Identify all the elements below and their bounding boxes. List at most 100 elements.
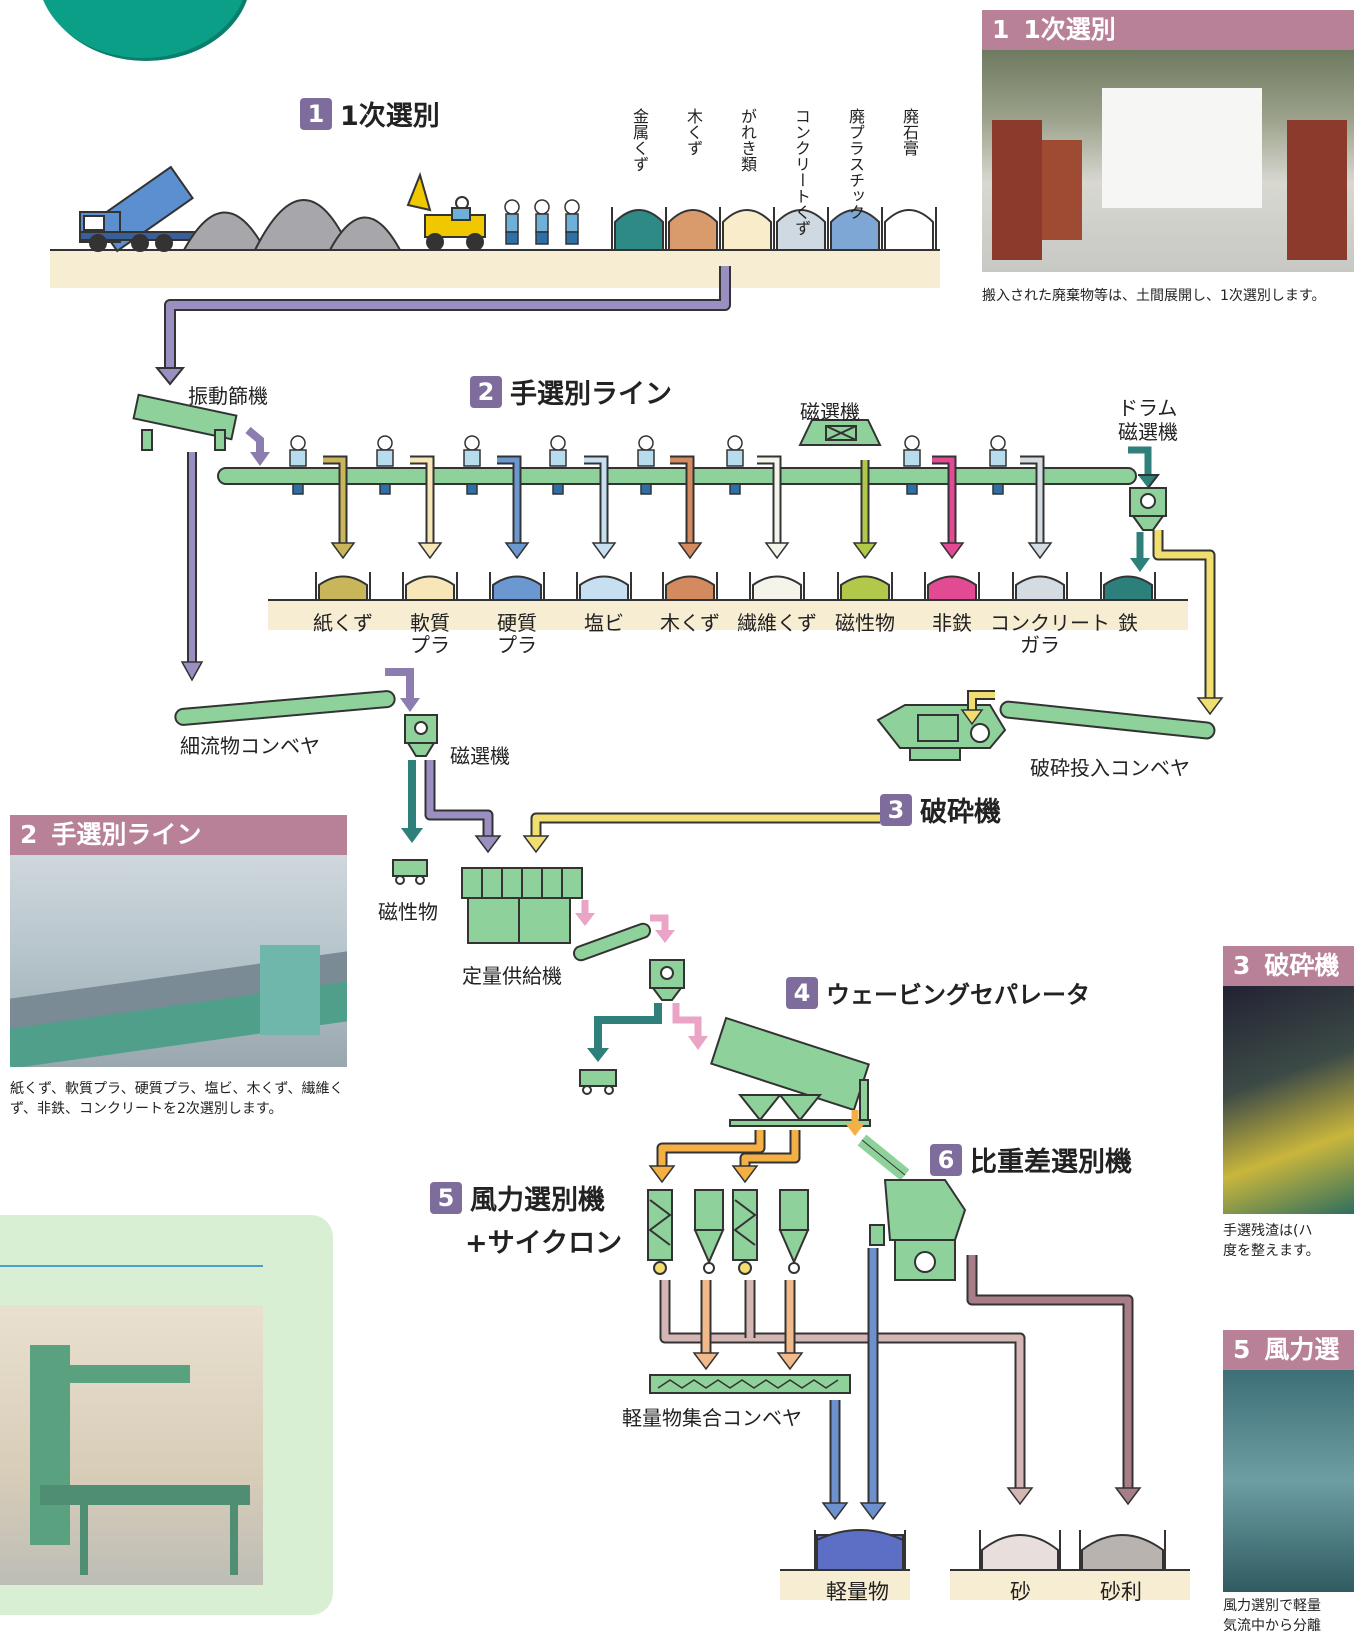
drum-magnetic-label: ドラム 磁選機 [1118,396,1178,444]
bin-arrow [497,457,520,545]
magnetic-material-label: 磁性物 [378,900,438,924]
stage6-title: 6 比重差選別機 [930,1140,1132,1179]
output-bin-sand [979,1530,1061,1571]
workers-group [504,199,580,245]
air-classifier-cyclones [647,1189,810,1275]
hand-bin-2 [492,575,542,601]
primary-bin-0 [614,209,664,251]
crusher-feed-conveyor [999,700,1216,740]
worker-legs [466,483,478,495]
primary-bin-3 [776,209,826,251]
worker-head [464,435,480,451]
stage4-title: 4 ウェービングセパレータ [786,975,1090,1010]
bin-arrow-head [939,542,965,560]
primary-category-label: がれき類 [738,108,757,172]
output-bin-gravel [1079,1530,1166,1571]
panel-photo [0,1305,263,1585]
card1-number: 1 [992,15,1010,44]
hand-bin-7 [927,575,977,601]
primary-category-label: 木くず [684,108,703,156]
worker-head [990,435,1006,451]
magnetic-separator-2 [404,714,438,757]
bin-arrow-head [764,542,790,560]
hand-bin-5 [752,575,802,601]
worker-body [376,449,394,467]
hand-bin-label: 磁性物 [835,611,895,635]
card2-title: 手選別ライン [51,820,202,849]
magnetic-separator-3 [649,959,685,1001]
worker-legs [379,483,391,495]
bin-arrow-head [591,542,617,560]
worker-body [637,449,655,467]
bin-arrow-head [1027,542,1053,560]
card3-photo [1223,986,1354,1214]
output-bin-light [814,1529,906,1571]
waving-separator [709,1016,871,1127]
hand-bins [315,572,1156,601]
hand-bin-label: 塩ビ [584,611,624,635]
hand-bin-8 [1015,575,1065,601]
feeder-conveyor [572,922,652,962]
primary-category-label: 廃石膏 [900,108,919,156]
output-sand-label: 砂 [1010,1580,1031,1604]
ground-strip-3 [780,1570,910,1600]
hand-bin-9 [1103,575,1153,601]
fine-conveyor [174,690,396,726]
worker-legs [640,483,652,495]
output-light-label: 軽量物 [826,1580,889,1604]
worker-head [727,435,743,451]
worker-legs [292,483,304,495]
worker-body [463,449,481,467]
worker-head [904,435,920,451]
hand-bin-label: 硬質 プラ [497,611,537,657]
bin-arrow-head [330,542,356,560]
card5-title: 風力選 [1264,1335,1340,1364]
card1-title: 1次選別 [1023,15,1116,44]
card5-number: 5 [1233,1335,1251,1364]
metering-feeder-label: 定量供給機 [462,964,562,988]
crusher-feed-conveyor-label: 破砕投入コンベヤ [1030,756,1190,780]
primary-category-label: コンクリートくず [792,108,811,236]
hand-bin-4 [665,575,715,601]
stage1-title: 1 1次選別 [300,94,440,133]
worker-head [377,435,393,451]
hand-bin-3 [579,575,629,601]
worker-body [289,449,307,467]
hand-bin-label: 鉄 [1118,611,1138,635]
stage5-number: 5 [430,1181,462,1214]
card1-header: 1 1次選別 [982,10,1354,50]
worker-body [726,449,744,467]
magnetic-separator-label: 磁選機 [800,400,860,424]
stage3-label: 破砕機 [920,797,1001,828]
primary-bin-2 [722,209,772,251]
stage1-number: 1 [300,97,332,130]
hand-bin-label: コンクリート ガラ [990,611,1110,657]
crusher [876,704,1007,761]
bin-arrow [1020,457,1043,545]
hand-sorting-conveyor [217,467,1137,485]
bin-arrow-head [852,542,878,560]
vibrating-screen [132,393,238,451]
worker-legs [992,483,1004,495]
drum-magnetic-separator [1128,446,1167,531]
stage2-label: 手選別ライン [510,379,672,410]
card2-photo [10,855,347,1067]
hand-bin-label: 非鉄 [932,611,972,635]
magnetic-cart [392,859,428,885]
waste-pile-3 [328,216,402,251]
worker-legs [906,483,918,495]
card5-caption: 風力選別で軽量 気流中から分離 [1223,1598,1321,1634]
stage4-label: ウェービングセパレータ [826,981,1090,1009]
waste-pile-1 [182,211,267,251]
primary-bin-5 [884,209,934,251]
worker-head [290,435,306,451]
hand-bin-6 [840,575,890,601]
card5-photo [1223,1370,1354,1592]
metering-feeder [461,867,583,944]
